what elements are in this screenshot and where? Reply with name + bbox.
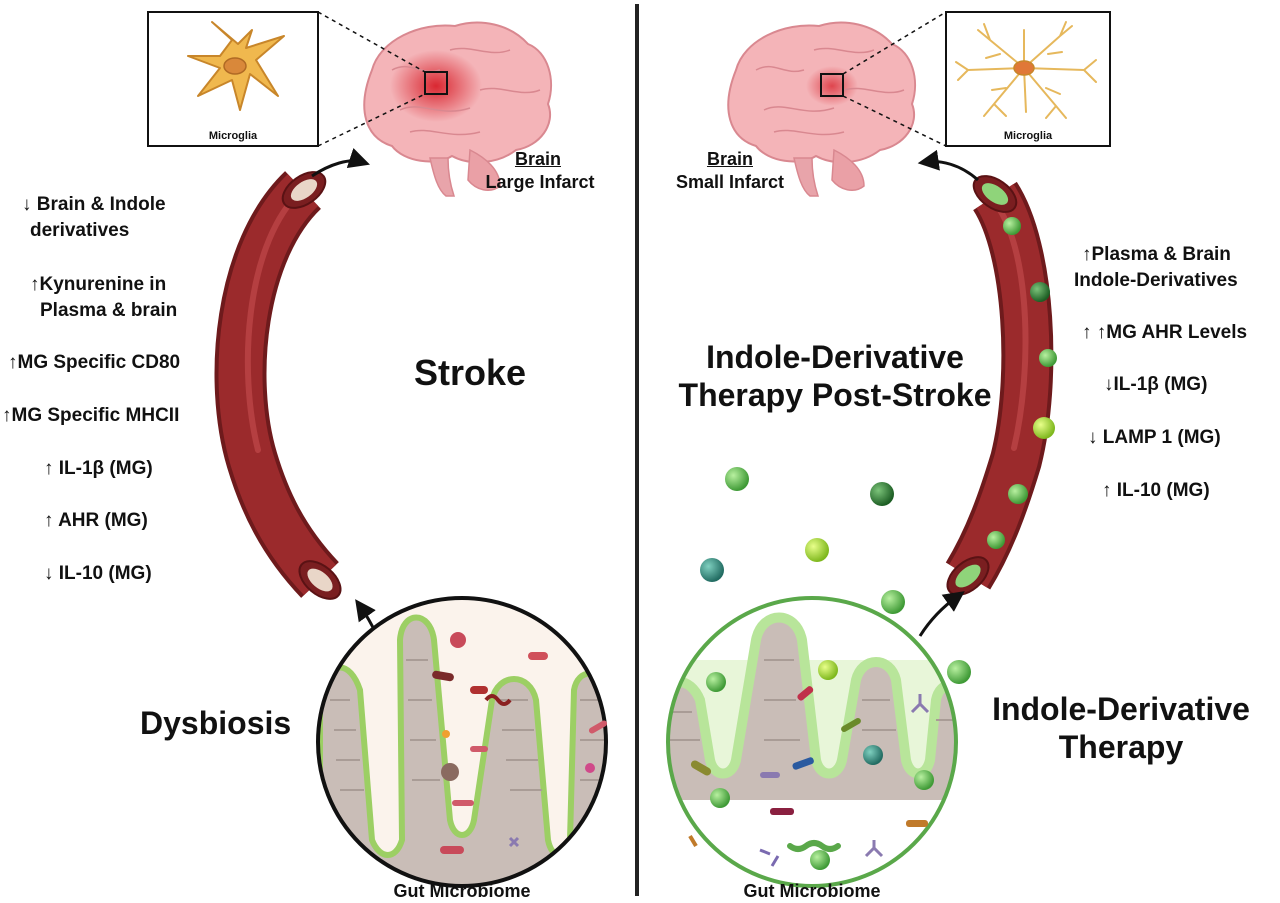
- effect-item: ↑ ↑MG AHR Levels: [1082, 322, 1248, 343]
- effect-item: ↑Plasma & Brain: [1082, 244, 1231, 265]
- effect-item: ↑MG Specific CD80: [8, 352, 181, 373]
- arrow-icon: [917, 149, 979, 182]
- brain-subheading: Large Infarct: [485, 172, 595, 192]
- gut-caption: Gut Microbiome: [393, 881, 531, 901]
- bacteria-icon: [432, 632, 608, 854]
- indole-molecule-icon: [706, 660, 934, 870]
- therapy-title-line2: Therapy Post-Stroke: [678, 377, 992, 413]
- effect-item: Indole-Derivatives: [1074, 270, 1238, 291]
- dysbiosis-title: Dysbiosis: [140, 705, 292, 741]
- effect-item: ↓IL-1β (MG): [1104, 374, 1208, 395]
- effect-item: ↑ IL-10 (MG): [1102, 480, 1210, 501]
- microglia-label: Microglia: [208, 130, 258, 142]
- indole-molecule-icon: [700, 467, 971, 684]
- zoom-line: [317, 93, 426, 147]
- gut-caption: Gut Microbiome: [743, 881, 881, 901]
- effect-item: derivatives: [30, 220, 130, 241]
- effect-item: ↑ IL-1β (MG): [44, 458, 153, 479]
- arrow-icon: [311, 148, 370, 178]
- effect-item: ↓ IL-10 (MG): [44, 563, 152, 584]
- effect-item: ↑Kynurenine in: [30, 274, 167, 295]
- microglia-label: Microglia: [1003, 130, 1053, 142]
- arrow-icon: [918, 591, 965, 637]
- brain-icon: [363, 21, 553, 197]
- gut-villi-icon: [666, 596, 958, 888]
- stroke-title: Stroke: [414, 352, 527, 393]
- effect-item: ↓ LAMP 1 (MG): [1088, 427, 1221, 448]
- bacteria-icon: [688, 686, 930, 867]
- brain-heading: Brain: [514, 149, 561, 169]
- therapy-gut-title-line1: Indole-Derivative: [992, 691, 1250, 727]
- blood-vessel-icon: [214, 171, 342, 600]
- therapy-gut-title-line2: Therapy: [1058, 729, 1184, 765]
- effect-item: ↑ AHR (MG): [44, 510, 148, 531]
- microglia-icon: [955, 21, 1097, 119]
- effect-item: ↑MG Specific MHCII: [2, 405, 180, 426]
- therapy-title-line1: Indole-Derivative: [706, 339, 964, 375]
- effect-item: ↓ Brain & Indole: [22, 194, 166, 215]
- brain-heading: Brain: [706, 149, 753, 169]
- zoom-box: [424, 71, 448, 95]
- zoom-line: [842, 95, 947, 147]
- microglia-box: [945, 11, 1111, 147]
- microglia-icon: [187, 21, 285, 111]
- zoom-box: [820, 73, 844, 97]
- gut-villi-icon: [316, 596, 608, 888]
- effect-item: Plasma & brain: [40, 300, 178, 321]
- indole-molecule-icon: [987, 217, 1057, 549]
- brain-subheading: Small Infarct: [675, 172, 785, 192]
